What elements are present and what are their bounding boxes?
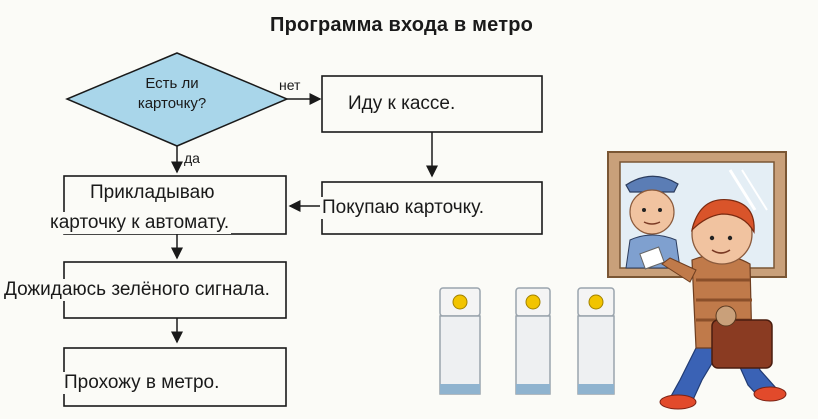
boy-character [659,198,787,410]
box-apply-card [63,175,287,235]
enter-metro-text: Прохожу в метро. [62,372,222,394]
metro-illustration [439,151,787,410]
cashier-person [625,175,681,269]
no-branch-label: нет [279,77,301,93]
turnstile-2 [515,287,551,395]
buy-card-text: Покупаю карточку. [320,197,487,219]
turnstile-1 [439,287,481,395]
apply-card-text-line2: карточку к автомату. [48,212,232,234]
decision-label: Есть ли карточку? [112,74,232,114]
decision-label-line2: карточку? [137,95,207,112]
yes-branch-label: да [184,150,200,166]
go-to-cashier-text: Иду к кассе. [346,93,458,115]
turnstile-3 [577,287,615,395]
metro-card [639,246,665,270]
decision-label-line1: Есть ли [145,75,199,92]
wait-signal-text: Дожидаюсь зелёного сигнала. [2,279,272,301]
apply-card-text-line1: Прикладываю [88,182,217,204]
page-title: Программа входа в метро [270,14,534,36]
